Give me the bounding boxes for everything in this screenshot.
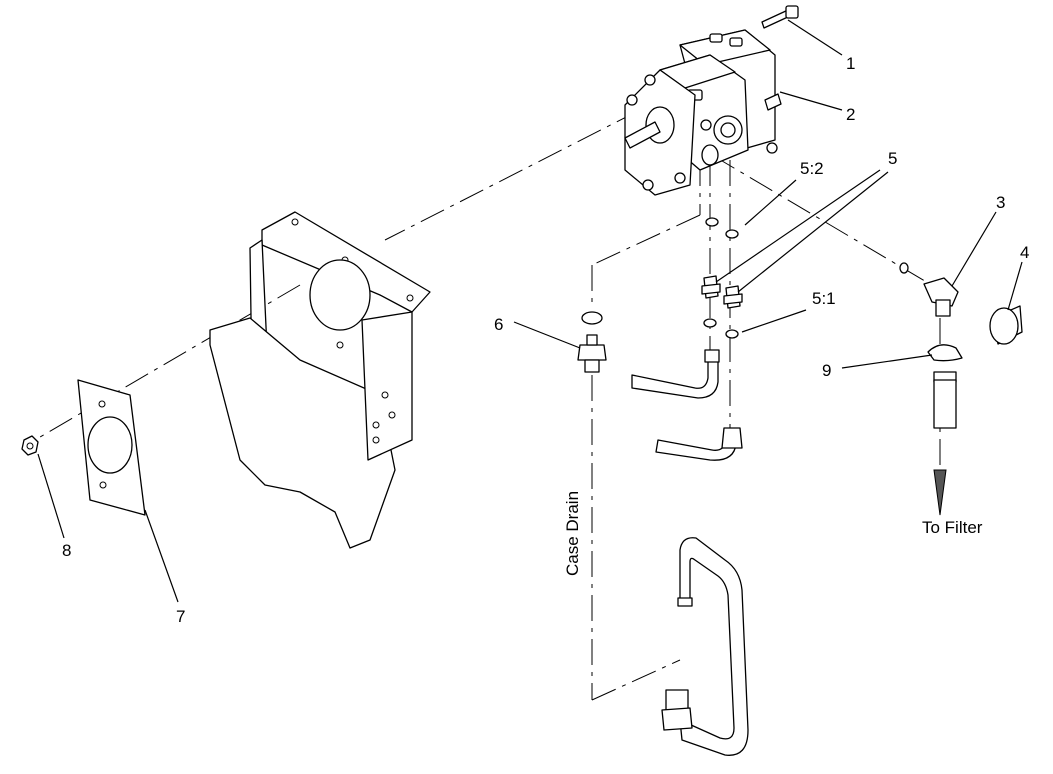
callout-5-2: 5:2 — [800, 159, 824, 178]
callout-labels: 1 2 5:2 5 3 4 5:1 6 9 8 7 To Filter Case… — [62, 54, 1029, 626]
callout-2: 2 — [846, 105, 855, 124]
gasket-plate — [77, 379, 146, 516]
callout-8: 8 — [62, 541, 71, 560]
o-rings-and-fittings — [701, 217, 909, 339]
callout-7: 7 — [176, 607, 185, 626]
hose-clamp-and-tube — [927, 344, 963, 516]
callout-6: 6 — [494, 315, 503, 334]
to-filter-label: To Filter — [922, 518, 983, 537]
case-drain-tube-loop — [661, 537, 749, 756]
callout-9: 9 — [822, 361, 831, 380]
callout-1: 1 — [846, 54, 855, 73]
mounting-bracket — [209, 211, 431, 549]
elbow-fitting — [923, 277, 1023, 345]
hex-nut — [21, 435, 39, 456]
case-drain-label: Case Drain — [563, 491, 582, 576]
hydraulic-pump — [624, 5, 799, 196]
callout-5: 5 — [888, 149, 897, 168]
callout-4: 4 — [1020, 243, 1029, 262]
assembly-center-lines — [34, 109, 941, 701]
callout-3: 3 — [996, 193, 1005, 212]
hydraulic-hoses — [631, 349, 743, 461]
leader-lines — [37, 19, 1023, 603]
callout-5-1: 5:1 — [812, 289, 836, 308]
case-drain-fitting — [577, 311, 607, 373]
